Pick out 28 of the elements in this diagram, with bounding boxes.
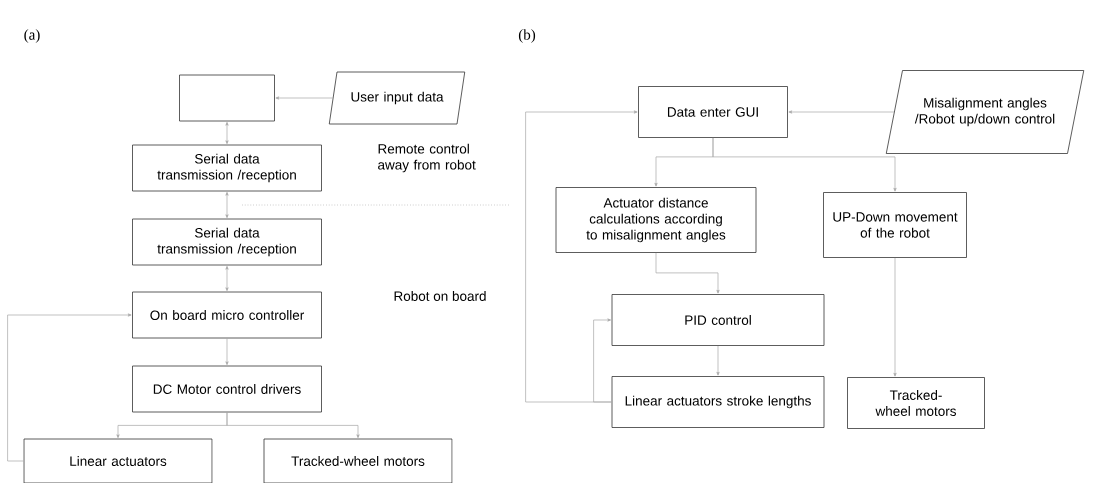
process-box: DC Motor control drivers	[132, 365, 322, 413]
arrow	[225, 266, 229, 291]
process-box: Data enter GUI	[638, 86, 788, 138]
process-box: UP-Down movement of the robot	[823, 192, 967, 258]
section-label: Robot on board	[394, 291, 486, 301]
process-box: PID control	[611, 294, 825, 346]
arrow	[593, 318, 612, 403]
process-box: Serial data transmission /reception	[132, 144, 322, 192]
arrow	[7, 313, 132, 462]
arrow	[225, 122, 229, 144]
input-parallelogram: Misalignment angles /Robot up/down control	[885, 70, 1085, 154]
section-label: Remote control away from robot	[378, 143, 476, 173]
input-parallelogram: User input data	[328, 71, 466, 125]
panel-label: (a)	[24, 29, 40, 43]
process-box: Tracked-wheel motors	[847, 377, 985, 429]
arrow	[226, 412, 360, 438]
process-box: Linear actuators stroke lengths	[611, 376, 825, 428]
process-box: Linear actuators	[23, 438, 213, 483]
process-box: Tracked-wheel motors	[263, 438, 453, 483]
process-box: Serial data transmission /reception	[132, 218, 322, 266]
process-box: Actuator distance calculations according to misalignment angles	[555, 187, 757, 253]
empty-box	[179, 74, 275, 122]
arrow	[712, 137, 897, 192]
arrow	[225, 192, 229, 218]
arrow	[655, 252, 720, 294]
process-box: On board micro controller	[132, 291, 322, 339]
panel-label: (b)	[518, 29, 536, 43]
arrow	[525, 110, 638, 403]
